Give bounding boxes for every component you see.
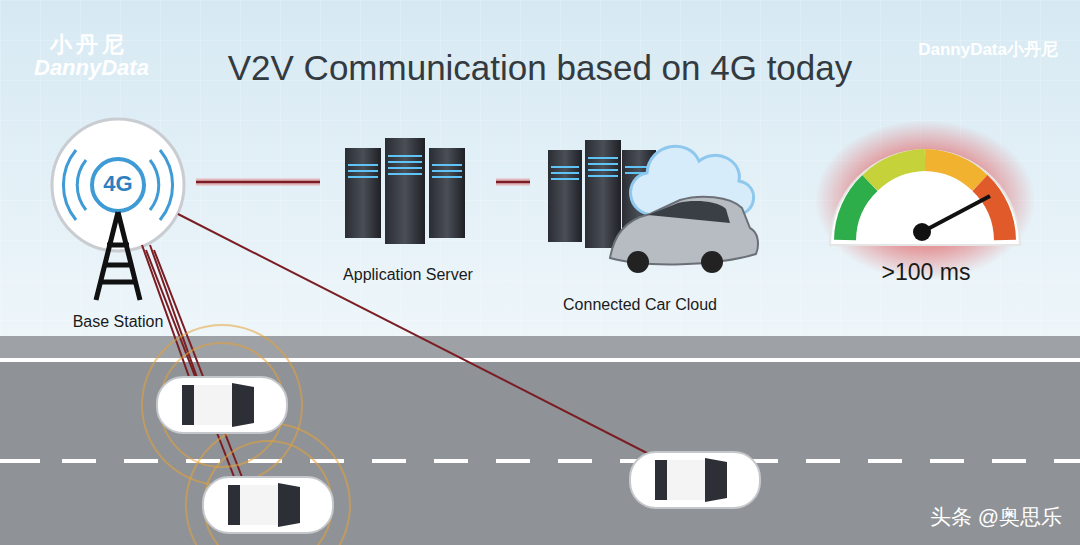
node-label: Base Station xyxy=(40,313,196,331)
connected-car-cloud: Connected Car Cloud xyxy=(530,134,750,314)
watermark: 头条 @奥思乐 xyxy=(930,503,1062,531)
network-link xyxy=(196,182,320,183)
node-label: Application Server xyxy=(320,266,496,284)
base-station: 4G Base Station xyxy=(40,115,196,331)
node-label: Connected Car Cloud xyxy=(530,296,750,314)
latency-value: >100 ms xyxy=(826,259,1026,286)
network-badge: 4G xyxy=(40,171,196,197)
application-server: Application Server xyxy=(320,134,496,284)
latency-gauge: >100 ms xyxy=(826,140,1026,290)
watermark: DannyData xyxy=(34,55,149,81)
title: V2V Communication based on 4G today xyxy=(0,48,1080,88)
watermark: DannyData小丹尼 xyxy=(918,38,1058,61)
network-link xyxy=(496,182,530,183)
